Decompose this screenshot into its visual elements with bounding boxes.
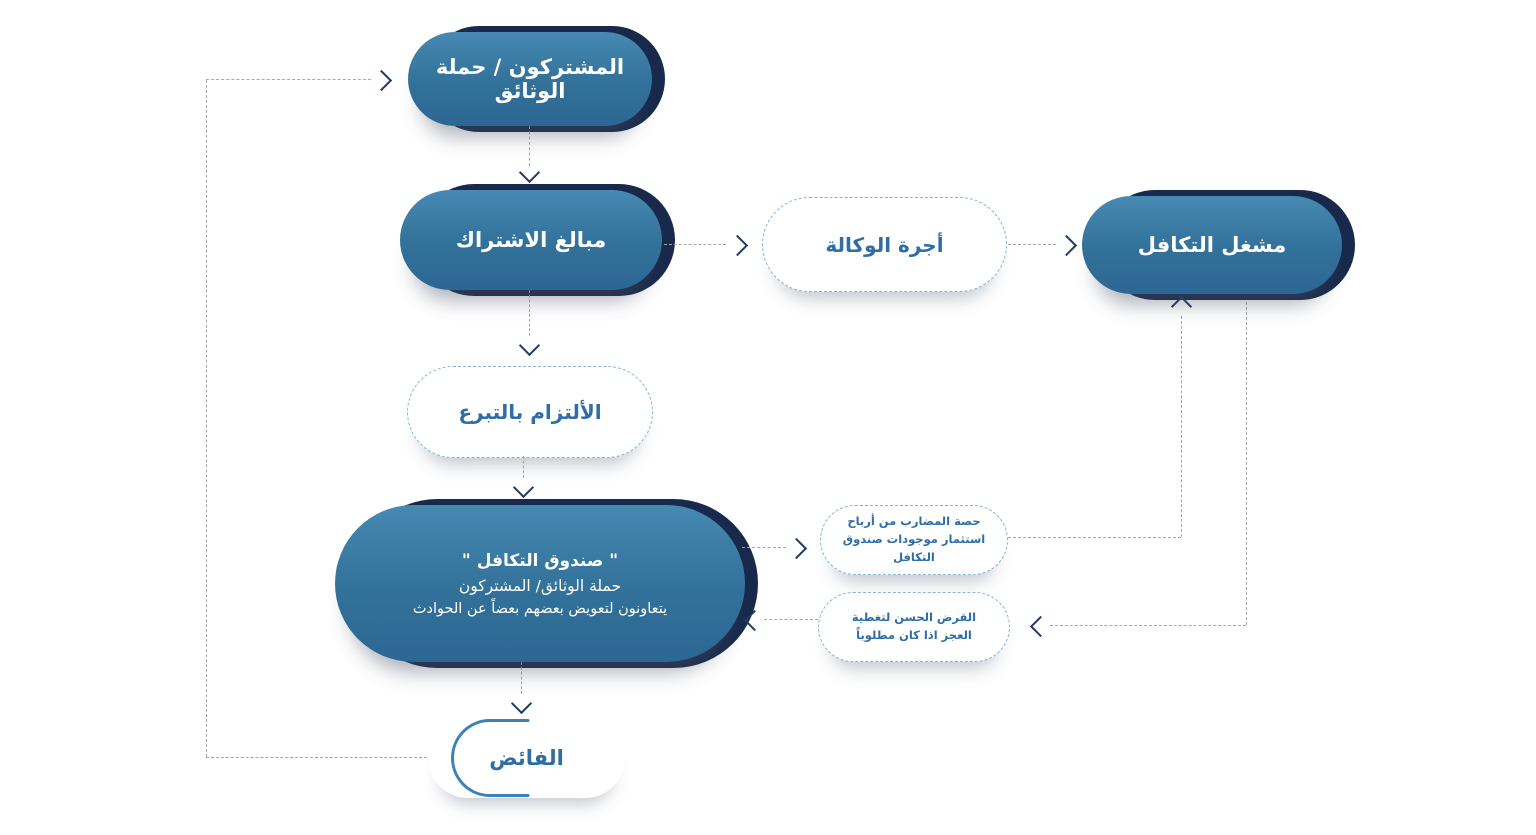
node-participants: المشتركون / حملة الوثائق — [408, 26, 665, 132]
arrowhead-left-icon — [1029, 615, 1052, 638]
node-wakala-fee: أجرة الوكالة — [762, 197, 1007, 292]
connector-surplus-up — [206, 80, 207, 757]
arrowhead-right-icon — [370, 69, 393, 92]
connector-fund-to-mudarib-share — [742, 547, 786, 548]
mudarib-share-line2: استثمار موجودات صندوق التكافل — [842, 532, 986, 564]
connector-mudarib-share-horizontal — [1008, 537, 1181, 538]
mudarib-share-line1: حصة المضارب من أرباح — [847, 514, 981, 529]
node-takaful-fund: " صندوق التكافل " حملة الوثائق/ المشتركو… — [335, 499, 758, 668]
node-contribution-amounts-label: مبالغ الاشتراك — [455, 228, 607, 252]
connector-fund-to-surplus — [521, 662, 522, 694]
connector-surplus-left — [206, 757, 427, 758]
arrowhead-right-icon — [785, 537, 808, 560]
node-surplus: الفائض — [428, 718, 625, 798]
node-surplus-label: الفائض — [489, 746, 564, 770]
node-takaful-operator: مشغل التكافل — [1082, 190, 1355, 300]
connector-wakala-to-operator — [1008, 244, 1056, 245]
node-donation-commitment-label: الألتزام بالتبرع — [458, 400, 602, 424]
takaful-fund-line3: يتعاونون لتعويض بعضهم بعضاً عن الحوادث — [412, 600, 668, 617]
connector-commitment-to-fund — [523, 456, 524, 478]
node-mudarib-share: حصة المضارب من أرباح استثمار موجودات صند… — [820, 505, 1008, 575]
qard-hasan-line1: القرض الحسن لتغطية — [851, 610, 977, 625]
arrowhead-right-icon — [1055, 234, 1078, 257]
node-contribution-amounts: مبالغ الاشتراك — [400, 184, 675, 296]
node-wakala-fee-label: أجرة الوكالة — [825, 232, 944, 257]
arrowhead-down-icon — [518, 161, 541, 184]
node-qard-hasan-label: القرض الحسن لتغطية العجز اذا كان مطلوباً — [852, 609, 976, 645]
node-donation-commitment: الألتزام بالتبرع — [407, 366, 653, 458]
takaful-fund-line1: " صندوق التكافل " — [461, 550, 619, 571]
connector-surplus-to-participants — [206, 79, 371, 80]
arrowhead-down-icon — [512, 476, 535, 499]
arrowhead-down-icon — [518, 334, 541, 357]
node-takaful-operator-label: مشغل التكافل — [1137, 233, 1287, 257]
node-participants-label: المشتركون / حملة الوثائق — [435, 55, 625, 103]
qard-hasan-line2: العجز اذا كان مطلوباً — [856, 628, 972, 642]
connector-contributions-to-wakala — [664, 244, 726, 245]
node-qard-hasan: القرض الحسن لتغطية العجز اذا كان مطلوباً — [818, 592, 1010, 662]
takaful-fund-line2: حملة الوثائق/ المشتركون — [458, 576, 622, 595]
node-takaful-fund-label: " صندوق التكافل " حملة الوثائق/ المشتركو… — [413, 551, 667, 617]
node-mudarib-share-label: حصة المضارب من أرباح استثمار موجودات صند… — [821, 513, 1007, 566]
arrowhead-down-icon — [510, 692, 533, 715]
surplus-left-arc-icon — [451, 719, 530, 797]
connector-contributions-to-commitment — [529, 290, 530, 336]
connector-operator-down — [1246, 302, 1247, 625]
arrowhead-right-icon — [726, 234, 749, 257]
connector-participants-to-contributions — [529, 126, 530, 166]
connector-mudarib-share-to-operator — [1181, 316, 1182, 537]
connector-qard-to-fund — [764, 619, 818, 620]
connector-operator-to-qard — [1050, 625, 1246, 626]
